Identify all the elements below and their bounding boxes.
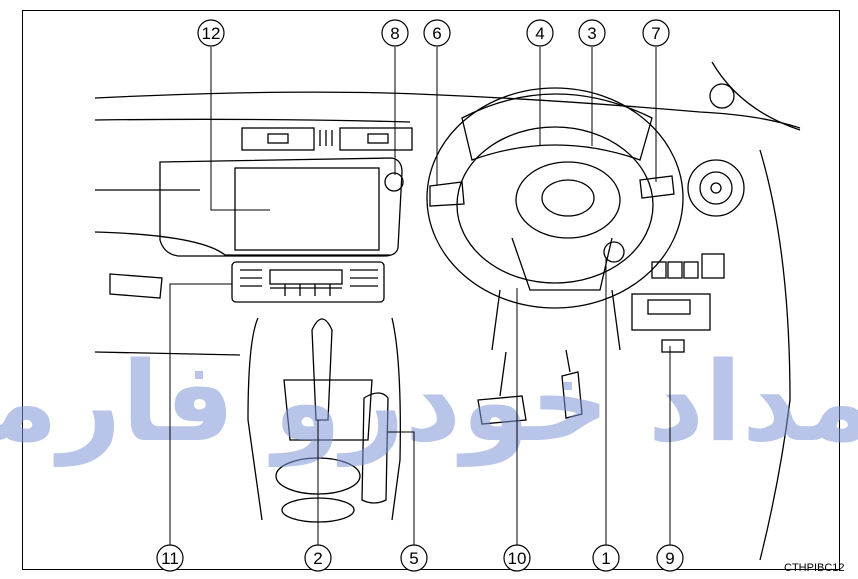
climate-buttons bbox=[270, 284, 342, 296]
callout-11: 11 bbox=[156, 544, 184, 572]
dashboard-lower-panel bbox=[94, 231, 390, 256]
svg-text:5: 5 bbox=[409, 549, 418, 568]
center-vent-right bbox=[339, 127, 413, 151]
accelerator-arm bbox=[565, 349, 571, 373]
callout-10: 10 bbox=[503, 544, 531, 572]
svg-text:10: 10 bbox=[508, 549, 527, 568]
hood-release-panel bbox=[631, 293, 711, 331]
switch-3 bbox=[683, 261, 699, 279]
tweeter bbox=[709, 83, 735, 109]
climate-left-vents bbox=[240, 269, 262, 287]
callout-4: 4 bbox=[526, 19, 554, 47]
figure-code: CTHPIBC12 bbox=[784, 562, 845, 574]
climate-right-vents bbox=[350, 269, 378, 287]
a-pillar bbox=[711, 61, 801, 131]
center-console-right bbox=[391, 317, 401, 521]
steering-column bbox=[491, 289, 621, 351]
climate-control-panel bbox=[231, 261, 385, 303]
callout-6: 6 bbox=[423, 19, 451, 47]
climate-display bbox=[269, 269, 343, 285]
callout-8: 8 bbox=[381, 19, 409, 47]
center-vent-knob-left bbox=[267, 133, 289, 144]
steering-wheel-inner bbox=[456, 126, 654, 284]
hood-release-handle bbox=[647, 299, 691, 315]
fuel-door-opener bbox=[661, 339, 685, 353]
engine-start-button bbox=[384, 172, 404, 192]
ignition-switch bbox=[603, 241, 625, 263]
svg-text:8: 8 bbox=[390, 24, 399, 43]
brake-pedal bbox=[477, 395, 527, 425]
svg-text:3: 3 bbox=[587, 24, 596, 43]
navigation-display bbox=[234, 167, 380, 251]
switch-4 bbox=[701, 253, 725, 279]
callout-2: 2 bbox=[304, 544, 332, 572]
center-vent-left bbox=[241, 127, 315, 151]
right-air-vent-inner bbox=[699, 171, 733, 205]
parking-brake-lever bbox=[361, 392, 389, 504]
light-stalk bbox=[429, 181, 465, 207]
leader-11 bbox=[169, 283, 232, 546]
manufacturer-emblem bbox=[541, 179, 595, 217]
dashboard-upper-line bbox=[94, 91, 801, 129]
dashboard-floor-line bbox=[94, 351, 241, 356]
steering-hub bbox=[515, 161, 621, 239]
callout-1: 1 bbox=[592, 544, 620, 572]
svg-text:6: 6 bbox=[432, 24, 441, 43]
svg-text:11: 11 bbox=[161, 549, 179, 568]
shift-lever bbox=[311, 318, 333, 421]
svg-text:9: 9 bbox=[665, 549, 674, 568]
door-panel-edge bbox=[759, 149, 791, 561]
callout-5: 5 bbox=[400, 544, 428, 572]
right-air-vent-center bbox=[710, 182, 722, 194]
watermark-text: امداد خودرو فارما bbox=[0, 338, 858, 467]
brake-pedal-arm bbox=[499, 351, 507, 397]
callout-9: 9 bbox=[656, 544, 684, 572]
dashboard-second-line bbox=[94, 118, 411, 123]
figure-frame bbox=[22, 10, 840, 570]
left-air-vent bbox=[109, 273, 163, 299]
switch-2 bbox=[667, 261, 683, 279]
svg-text:1: 1 bbox=[601, 549, 610, 568]
leader-lines bbox=[169, 47, 671, 546]
display-bezel bbox=[159, 157, 403, 257]
instrument-cluster bbox=[461, 93, 653, 161]
steering-wheel-outer bbox=[426, 87, 684, 309]
callout-7: 7 bbox=[642, 19, 670, 47]
callout-12: 12 bbox=[197, 19, 225, 47]
leader-12 bbox=[210, 47, 270, 211]
svg-text:4: 4 bbox=[535, 24, 544, 43]
hazard-switch bbox=[319, 130, 333, 146]
accelerator-pedal bbox=[561, 371, 583, 419]
switch-1 bbox=[651, 261, 667, 279]
leader-5 bbox=[388, 431, 415, 546]
shift-gate bbox=[283, 379, 373, 441]
svg-text:7: 7 bbox=[651, 24, 660, 43]
wiper-stalk bbox=[639, 175, 675, 199]
center-vent-knob-right bbox=[367, 133, 389, 144]
callout-3: 3 bbox=[578, 19, 606, 47]
center-console-left bbox=[247, 317, 263, 521]
svg-text:2: 2 bbox=[313, 549, 322, 568]
right-air-vent-outer bbox=[687, 159, 745, 217]
svg-text:12: 12 bbox=[202, 24, 221, 43]
